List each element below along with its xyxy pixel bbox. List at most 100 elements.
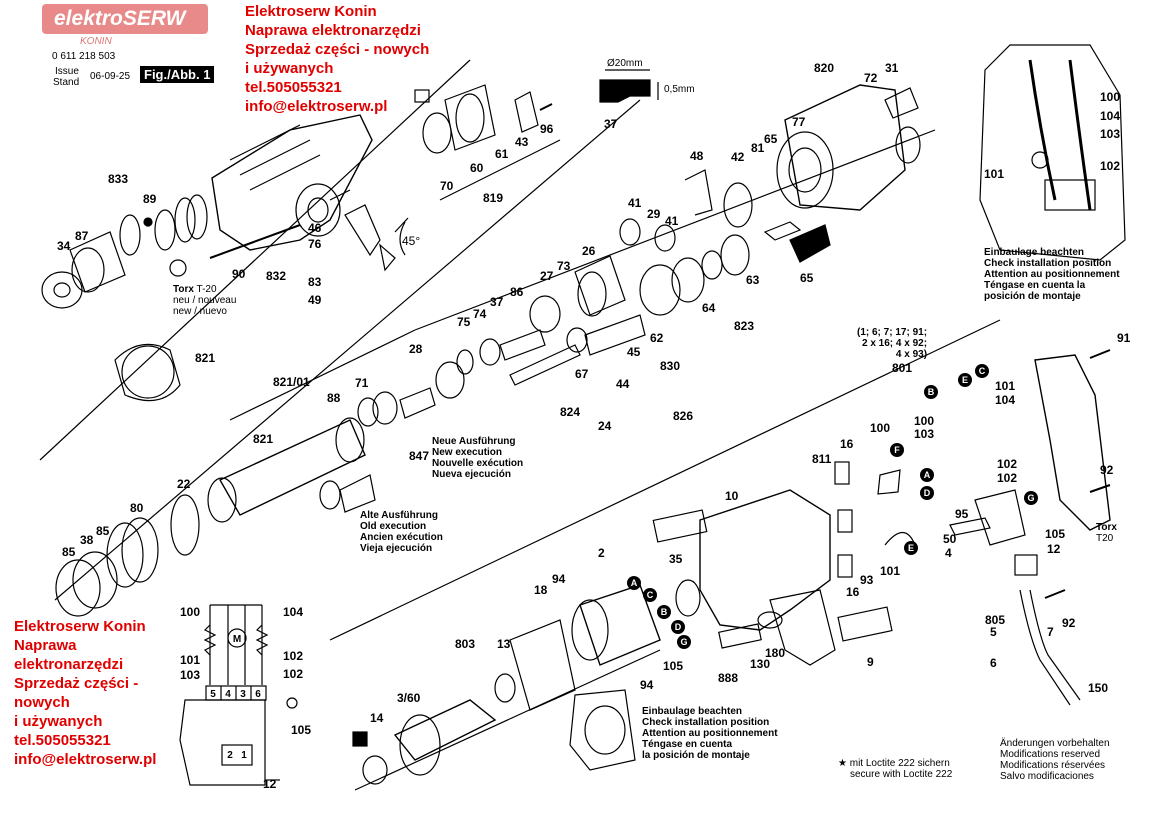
part-label: 95 bbox=[955, 507, 969, 521]
note-line: Neue Ausführung bbox=[432, 436, 516, 447]
switch-outline bbox=[179, 699, 266, 786]
marker-letter: C bbox=[979, 366, 986, 376]
part-label: 811 bbox=[812, 452, 832, 466]
part-label: 801 bbox=[892, 361, 912, 375]
part-label: 100 bbox=[1100, 90, 1120, 104]
switch-part bbox=[974, 489, 1026, 546]
part-label: 10 bbox=[725, 489, 739, 503]
ad-line: i używanych bbox=[245, 60, 334, 77]
torx-line: neu / nouveau bbox=[173, 295, 237, 306]
part-label: 105 bbox=[663, 659, 683, 673]
part-number-labels: 833 89 87 34 90 70 60 61 43 96 819 46 76… bbox=[57, 61, 1131, 791]
marker-A2 bbox=[627, 576, 641, 590]
angle-label: 45° bbox=[402, 234, 420, 248]
contact-ad-bottom: Elektroserw Konin Naprawa elektronarzędz… bbox=[14, 617, 156, 769]
ad-line: Sprzedaż części - bbox=[14, 675, 139, 692]
piston-face bbox=[577, 271, 607, 317]
part-label: 102 bbox=[283, 649, 303, 663]
ad-line: elektronarzędzi bbox=[14, 656, 124, 673]
part-label: 6 bbox=[990, 656, 997, 670]
note-line: Ancien exécution bbox=[360, 532, 443, 543]
barrel-part bbox=[219, 419, 366, 516]
marker-letter: G bbox=[680, 637, 687, 647]
label-plate-part bbox=[652, 509, 708, 543]
part-label: 180 bbox=[765, 646, 785, 660]
part-label: 826 bbox=[673, 409, 693, 423]
note-line: Check installation position bbox=[984, 258, 1112, 269]
ring-part bbox=[529, 295, 561, 333]
part-label: 4 bbox=[945, 546, 952, 560]
screw-part bbox=[1089, 484, 1111, 493]
motor-housing-part bbox=[699, 489, 831, 631]
guide-line bbox=[39, 59, 471, 461]
part-label: 18 bbox=[534, 583, 548, 597]
part-label: 130 bbox=[750, 657, 770, 671]
o-ring-part bbox=[895, 126, 921, 164]
part-label: 5 bbox=[990, 625, 997, 639]
guide-line bbox=[354, 649, 661, 791]
spring-part bbox=[106, 522, 144, 588]
part-label: 85 bbox=[62, 545, 76, 559]
old-part bbox=[339, 474, 376, 513]
resistor-symbol bbox=[255, 624, 269, 656]
part-label: 9 bbox=[867, 655, 874, 669]
ad-line: Naprawa bbox=[14, 637, 77, 654]
ad-line: Naprawa elektronarzędzi bbox=[245, 22, 421, 39]
bearing-part bbox=[639, 264, 681, 316]
dust-cap-part bbox=[41, 271, 83, 309]
barrel-end bbox=[335, 417, 365, 463]
part-label: 821 bbox=[253, 432, 273, 446]
part-label: 31 bbox=[885, 61, 899, 75]
marker-letter: D bbox=[924, 488, 931, 498]
doc-date: 06-09-25 bbox=[90, 71, 131, 82]
part-label: 44 bbox=[616, 377, 630, 391]
part-label: 102 bbox=[283, 667, 303, 681]
cable-part bbox=[1019, 589, 1071, 706]
gear-part bbox=[671, 257, 705, 303]
marker-letter: B bbox=[661, 607, 668, 617]
piston-part bbox=[574, 255, 626, 316]
bearing-face bbox=[455, 93, 485, 143]
part-label: 823 bbox=[734, 319, 754, 333]
part-label: 94 bbox=[552, 572, 566, 586]
note-line: Nueva ejecución bbox=[432, 469, 511, 480]
o-ring-part bbox=[456, 349, 474, 375]
marker-G2 bbox=[677, 635, 691, 649]
part-label: 70 bbox=[440, 179, 454, 193]
switch-part bbox=[1044, 179, 1096, 211]
ad-line: info@elektroserw.pl bbox=[245, 98, 388, 115]
marker-B bbox=[924, 385, 938, 399]
part-label: 65 bbox=[764, 132, 778, 146]
screw-part bbox=[1044, 589, 1066, 599]
marker-B2 bbox=[657, 605, 671, 619]
note-line: Einbaulage beachten bbox=[984, 247, 1085, 258]
note-line: Alte Ausführung bbox=[360, 510, 438, 521]
terminal-label: 6 bbox=[255, 689, 261, 700]
screw-part bbox=[1089, 349, 1111, 359]
ring-part bbox=[154, 209, 176, 251]
part-label: 830 bbox=[660, 359, 680, 373]
marker-letter: B bbox=[928, 387, 935, 397]
ring-part bbox=[55, 559, 101, 617]
ball-part bbox=[143, 217, 153, 227]
note-line: Salvo modificaciones bbox=[1000, 771, 1094, 782]
part-label: 24 bbox=[598, 419, 612, 433]
old-execution-note: Alte Ausführung Old execution Ancien exé… bbox=[360, 510, 443, 554]
part-label: 83 bbox=[308, 275, 322, 289]
part-label: 101 bbox=[984, 167, 1004, 181]
note-line: 4 x 93) bbox=[895, 349, 928, 360]
ad-line: Sprzedaż części - nowych bbox=[245, 41, 430, 58]
issue-label: Issue bbox=[55, 66, 79, 77]
part-label: 88 bbox=[327, 391, 341, 405]
marker-letters: B E C A D G F E A C B D G bbox=[631, 366, 1035, 647]
loctite-line: mit Loctite 222 sichern bbox=[849, 758, 950, 769]
note-line: Téngase en cuenta bbox=[642, 739, 733, 750]
screw-part bbox=[209, 224, 301, 259]
part-label: 71 bbox=[355, 376, 369, 390]
armature-part bbox=[393, 699, 497, 761]
marker-C bbox=[975, 364, 989, 378]
part-label: 105 bbox=[291, 723, 311, 737]
part-label: 37 bbox=[604, 117, 618, 131]
ad-line: Elektroserw Konin bbox=[245, 3, 377, 20]
